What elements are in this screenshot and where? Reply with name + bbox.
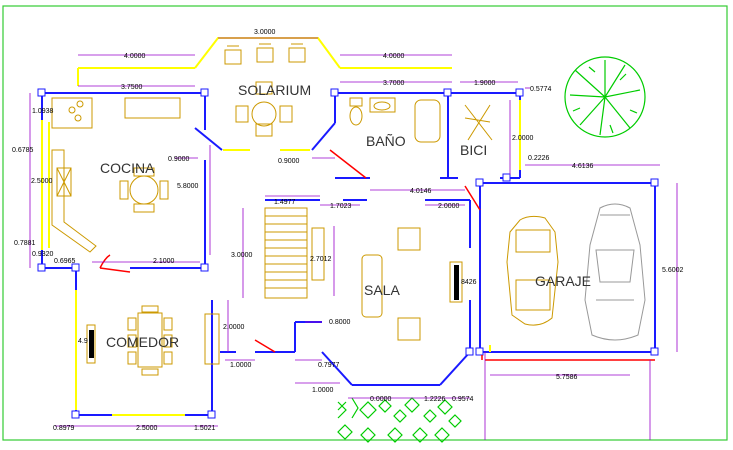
dim-4-6136: 4.6136 bbox=[572, 163, 594, 170]
dim-0-7881: 0.7881 bbox=[14, 240, 36, 247]
dim-0-2226-a: 0.2226 bbox=[528, 155, 550, 162]
dim-3-0000-top: 3.0000 bbox=[254, 29, 276, 36]
columns bbox=[37, 88, 659, 419]
dim-2-5000-bottom: 2.5000 bbox=[136, 425, 158, 432]
shrubs bbox=[337, 397, 462, 443]
dim-2-0000-comedor: 2.0000 bbox=[223, 324, 245, 331]
dim-1-7023: 1.7023 bbox=[330, 203, 352, 210]
dim-4-0000-right: 4.0000 bbox=[383, 53, 405, 60]
label-comedor: COMEDOR bbox=[106, 334, 179, 350]
dim-0-6785: 0.6785 bbox=[12, 147, 34, 154]
dim-0-5774: 0.5774 bbox=[530, 86, 552, 93]
tree bbox=[564, 56, 646, 138]
furniture bbox=[51, 43, 559, 376]
dim-0-8979: 0.8979 bbox=[53, 425, 75, 432]
dim-0-9000-a: 0.9000 bbox=[168, 156, 190, 163]
windows bbox=[41, 37, 521, 416]
label-bano: BAÑO bbox=[366, 133, 406, 149]
dim-5-8000: 5.8000 bbox=[177, 183, 199, 190]
label-solarium: SOLARIUM bbox=[238, 82, 311, 98]
label-cocina: COCINA bbox=[100, 160, 155, 176]
dim-4-0000-left: 4.0000 bbox=[124, 53, 146, 60]
dim-0-0000: 0.0000 bbox=[370, 396, 392, 403]
dim-0-7977: 0.7977 bbox=[318, 362, 340, 369]
dim-8426: 8426 bbox=[461, 279, 477, 286]
dim-4-0146: 4.0146 bbox=[410, 188, 432, 195]
dimension-labels: 3.0000 4.0000 4.0000 3.7500 3.7000 1.900… bbox=[12, 29, 684, 432]
dim-0-9574: 0.9574 bbox=[452, 396, 474, 403]
car-sportscar bbox=[584, 203, 646, 341]
walls bbox=[41, 92, 656, 416]
dimension-lines bbox=[29, 37, 678, 440]
dim-2-0000-bici: 2.0000 bbox=[512, 135, 534, 142]
dim-1-2226: 1.2226 bbox=[424, 396, 446, 403]
dim-1-0938: 1.0938 bbox=[32, 108, 54, 115]
dim-3-0000-stair: 3.0000 bbox=[231, 252, 253, 259]
black-markers bbox=[89, 265, 459, 358]
dim-5-6002: 5.6002 bbox=[662, 267, 684, 274]
room-labels: SOLARIUM COCINA BAÑO BICI SALA GARAJE CO… bbox=[100, 82, 591, 350]
dim-1-5021: 1.5021 bbox=[194, 425, 216, 432]
dim-1-4977: 1.4977 bbox=[274, 199, 296, 206]
dim-0-6965: 0.6965 bbox=[54, 258, 76, 265]
drawing-frame bbox=[2, 5, 728, 441]
dim-5-7586: 5.7586 bbox=[556, 374, 578, 381]
dim-4-9: 4.9 bbox=[78, 338, 88, 345]
label-bici: BICI bbox=[460, 142, 487, 158]
dim-2-0000-sala: 2.0000 bbox=[438, 203, 460, 210]
dim-0-8000: 0.8000 bbox=[329, 319, 351, 326]
dim-0-9000-b: 0.9000 bbox=[278, 158, 300, 165]
dim-2-5000-left: 2.5000 bbox=[31, 178, 53, 185]
dim-1-0000-a: 1.0000 bbox=[230, 362, 252, 369]
dim-2-1000: 2.1000 bbox=[153, 258, 175, 265]
label-garaje: GARAJE bbox=[535, 273, 591, 289]
dim-0-9320: 0.9320 bbox=[32, 251, 54, 258]
dim-2-7012: 2.7012 bbox=[310, 256, 332, 263]
dim-3-7500: 3.7500 bbox=[121, 84, 143, 91]
doors bbox=[99, 149, 655, 361]
dim-1-9000: 1.9000 bbox=[474, 80, 496, 87]
label-sala: SALA bbox=[364, 282, 400, 298]
dim-1-0000-b: 1.0000 bbox=[312, 387, 334, 394]
dim-3-7000: 3.7000 bbox=[383, 80, 405, 87]
